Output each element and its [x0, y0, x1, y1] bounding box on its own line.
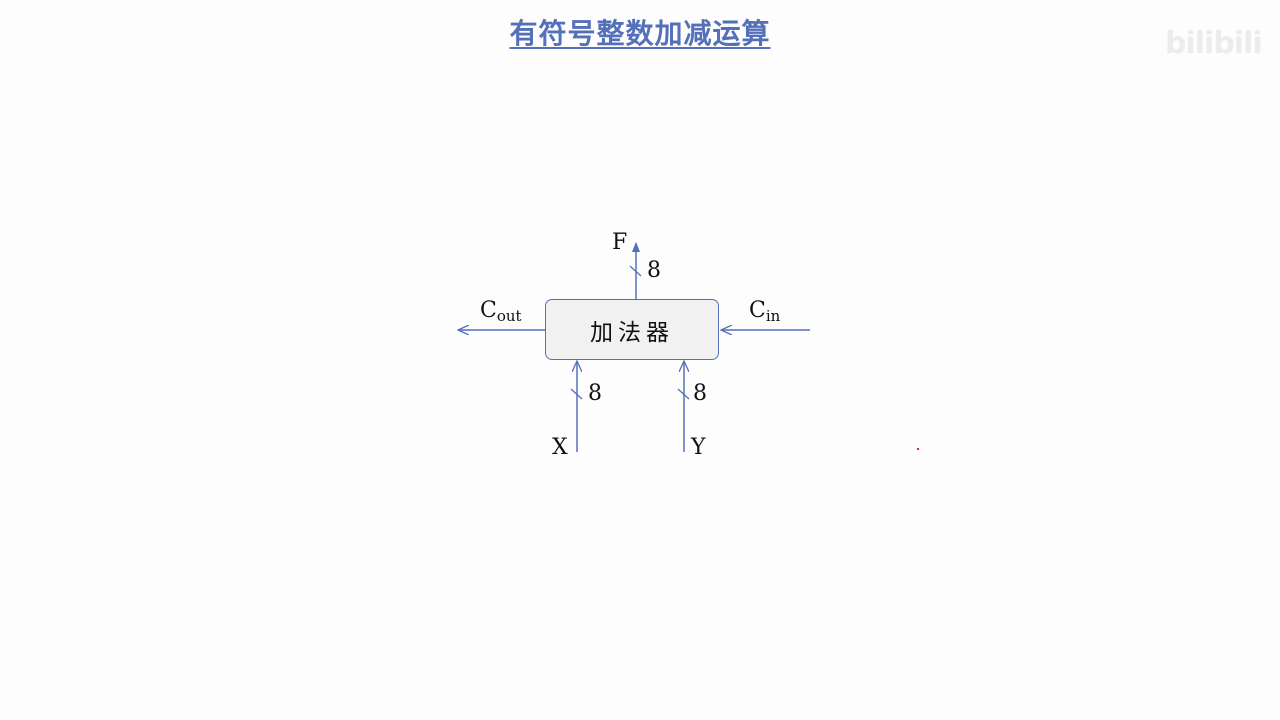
adder-block: 加法器: [545, 299, 719, 360]
x-bus-slash: [570, 388, 583, 400]
cin-label: Cin: [749, 300, 780, 324]
cout-label-subscript: out: [496, 307, 522, 325]
pointer-dot: [917, 448, 919, 450]
bilibili-watermark: bilibili: [1165, 26, 1263, 61]
cout-label-main: C: [480, 298, 497, 323]
adder-label: 加法器: [590, 319, 674, 346]
x-bus-width: 8: [588, 381, 602, 406]
y-bus-slash: [677, 388, 690, 400]
cout-label: Cout: [480, 300, 522, 324]
y-input-label: Y: [691, 435, 706, 460]
cin-label-main: C: [749, 298, 766, 323]
f-bus-width: 8: [647, 258, 661, 283]
f-output-label: F: [612, 230, 628, 255]
cin-label-subscript: in: [765, 307, 781, 325]
y-bus-width: 8: [693, 381, 707, 406]
f-bus-slash: [629, 265, 642, 277]
slide-title: 有符号整数加减运算: [509, 17, 771, 50]
x-input-label: X: [552, 435, 568, 460]
